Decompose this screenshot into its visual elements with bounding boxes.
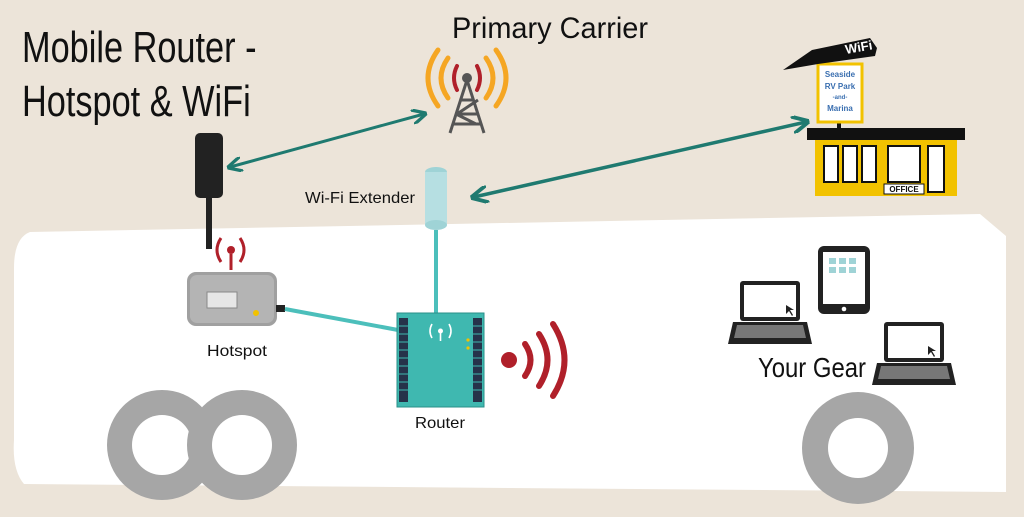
router-icon [396, 312, 485, 408]
hotspot-router-cable [284, 307, 399, 332]
sign-wifi-text: WiFi [844, 37, 874, 57]
wifi-extender-label: Wi-Fi Extender [305, 190, 416, 207]
laptop-icon-2 [872, 322, 956, 385]
sign-line-2: RV Park [825, 82, 856, 91]
hotspot-label: Hotspot [207, 343, 268, 360]
rear-wheel-right [187, 390, 297, 500]
campground-wifi-arrow [474, 122, 806, 197]
tablet-icon [818, 246, 870, 314]
title-line-2: Hotspot & WiFi [22, 77, 251, 126]
router-label: Router [415, 415, 466, 432]
rv-park-office-icon: OFFICE Seaside RV Park -and- Marina WiFi [783, 37, 965, 196]
front-wheel [802, 392, 914, 504]
hotspot-signal-icon [215, 237, 246, 270]
hotspot-icon [187, 272, 285, 326]
sign-line-1: Seaside [825, 70, 856, 79]
laptop-icon [728, 281, 812, 344]
wifi-signal-icon [501, 321, 568, 399]
cellular-antenna-icon [195, 133, 223, 249]
your-gear-label: Your Gear [758, 352, 866, 383]
carrier-link-arrow [230, 114, 424, 167]
title-line-1: Mobile Router - [22, 23, 256, 72]
wifi-extender-icon [425, 167, 447, 230]
cell-tower-icon [425, 47, 509, 134]
rear-wheel-left [107, 390, 217, 500]
office-sign-text: OFFICE [889, 185, 919, 194]
sign-line-3: -and- [833, 95, 848, 101]
primary-carrier-label: Primary Carrier [452, 12, 648, 45]
sign-line-4: Marina [827, 104, 853, 113]
